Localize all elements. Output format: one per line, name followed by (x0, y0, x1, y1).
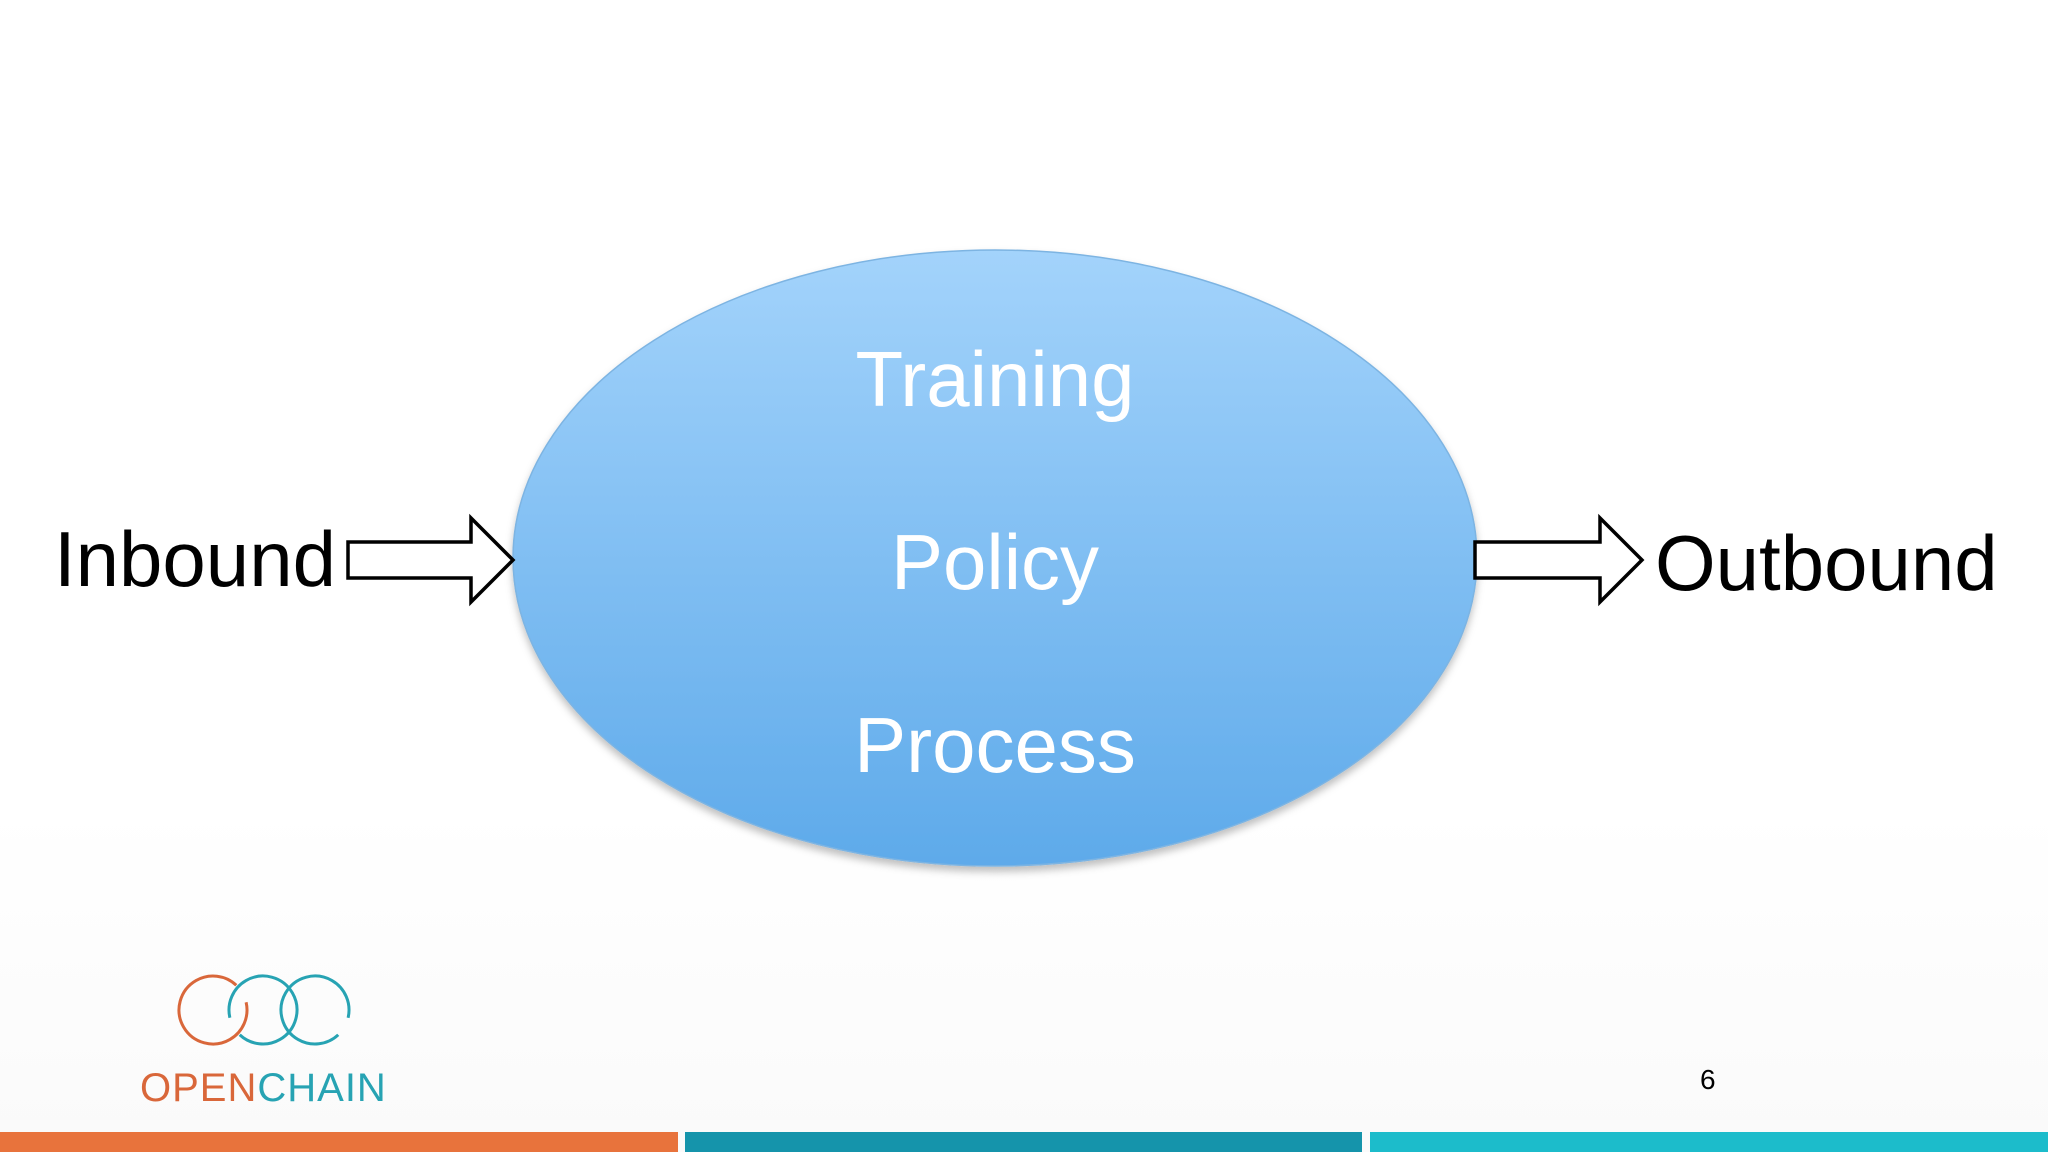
logo-rings-icon (177, 974, 351, 1046)
outbound-arrow-icon (1473, 513, 1645, 607)
openchain-logo: OPENCHAIN (140, 968, 386, 1108)
logo-text-open: OPEN (140, 1066, 258, 1110)
logo-wordmark: OPENCHAIN (140, 1068, 387, 1108)
page-number: 6 (1700, 1064, 1716, 1095)
logo-text-chain: CHAIN (257, 1066, 387, 1110)
footer-bar-teal (685, 1132, 1362, 1152)
ellipse-item-policy: Policy (890, 518, 1100, 606)
ellipse-item-process: Process (854, 701, 1136, 789)
footer-bar-orange (0, 1132, 678, 1152)
footer-bar-cyan (1370, 1132, 2048, 1152)
ellipse-item-training: Training (855, 335, 1135, 423)
outbound-label: Outbound (1655, 519, 1998, 607)
inbound-arrow-icon (346, 513, 516, 607)
inbound-label: Inbound (54, 515, 336, 603)
